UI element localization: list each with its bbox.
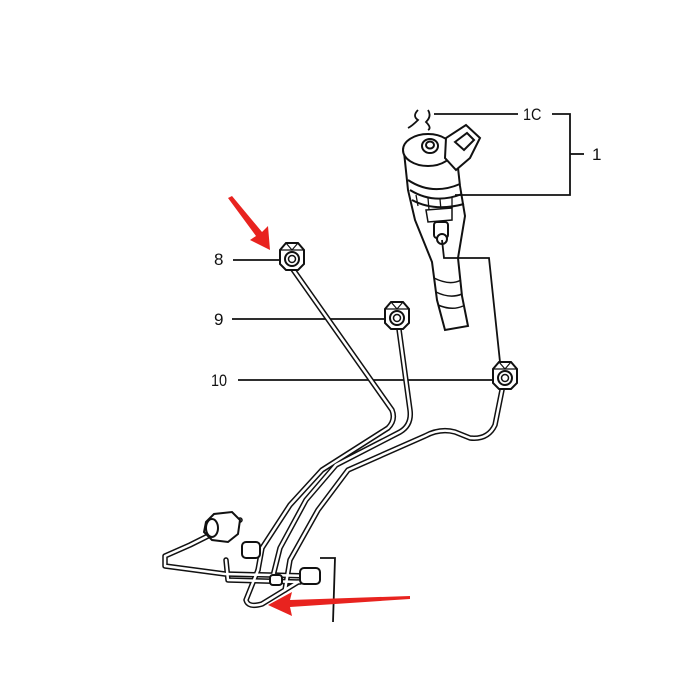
- nut-pipe-8: [279, 242, 305, 271]
- injector-assembly: [402, 123, 482, 332]
- callout-10: 10: [211, 371, 228, 390]
- nut-pipe-10: [492, 361, 518, 390]
- clip-1c: [407, 109, 431, 131]
- pump-end-fittings: [202, 510, 321, 586]
- callout-9: 9: [214, 310, 224, 329]
- red-arrow-top: [228, 196, 270, 250]
- callout-1c: 1C: [523, 105, 542, 124]
- red-arrow-bottom: [268, 592, 410, 616]
- callout-1: 1: [592, 145, 602, 164]
- callout-8: 8: [214, 250, 224, 269]
- leader-lines: [232, 113, 584, 623]
- nut-pipe-9: [384, 301, 410, 330]
